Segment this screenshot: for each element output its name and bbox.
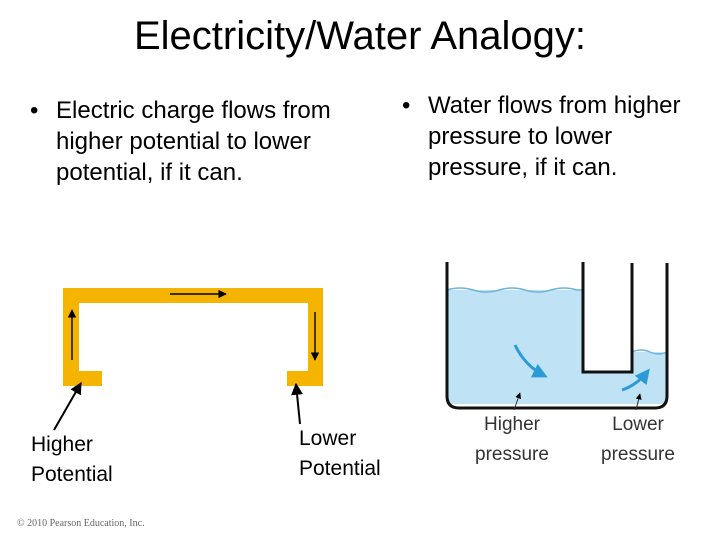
water-tank <box>445 262 669 411</box>
bullet-water-line: pressure, if it can. <box>428 154 618 181</box>
bullet-water-line: pressure to lower <box>428 123 613 150</box>
pressure-labels: Higher pressure Lower pressure <box>475 414 675 465</box>
bullet-electric: • Electric charge flows from higher pote… <box>30 95 376 188</box>
water-body <box>447 290 667 404</box>
label-lower-pressure-line1: Lower <box>612 414 664 435</box>
label-line: Lower <box>299 427 357 450</box>
wire-shape <box>63 288 323 386</box>
bullet-water-line: Water flows from higher <box>428 92 681 119</box>
label-line: Potential <box>31 463 113 486</box>
label-line: Higher <box>31 433 93 456</box>
pointer-arrow-icon <box>513 392 522 411</box>
bullet-dot: • <box>402 92 411 119</box>
label-higher-pressure-line2: pressure <box>475 444 549 465</box>
pointer-arrow-icon <box>291 382 304 425</box>
label-line: Potential <box>299 457 381 480</box>
tank-divider-wall <box>581 262 634 374</box>
label-lower-potential: Lower Potential <box>299 424 381 484</box>
pointer-arrow-icon <box>635 393 642 411</box>
water-surface-right <box>631 349 668 355</box>
bullet-dot: • <box>30 97 39 124</box>
slide-title: Electricity/Water Analogy: <box>133 14 586 58</box>
label-lower-pressure-line2: pressure <box>601 444 675 465</box>
pointer-arrow-icon <box>53 381 82 431</box>
water-surface-left <box>446 287 583 293</box>
bullet-electric-text: Electric charge flows from higher potent… <box>56 97 331 186</box>
wire-circuit <box>53 288 323 431</box>
water-flow-arrow-icon <box>621 368 650 392</box>
copyright-notice: © 2010 Pearson Education, Inc. <box>17 518 145 529</box>
tank-outer-wall <box>445 262 669 410</box>
label-higher-pressure-line1: Higher <box>484 414 541 435</box>
water-flow-arrow-icon <box>513 344 548 378</box>
label-higher-potential: Higher Potential <box>31 430 113 490</box>
bullet-water: • Water flows from higher pressure to lo… <box>402 90 720 183</box>
